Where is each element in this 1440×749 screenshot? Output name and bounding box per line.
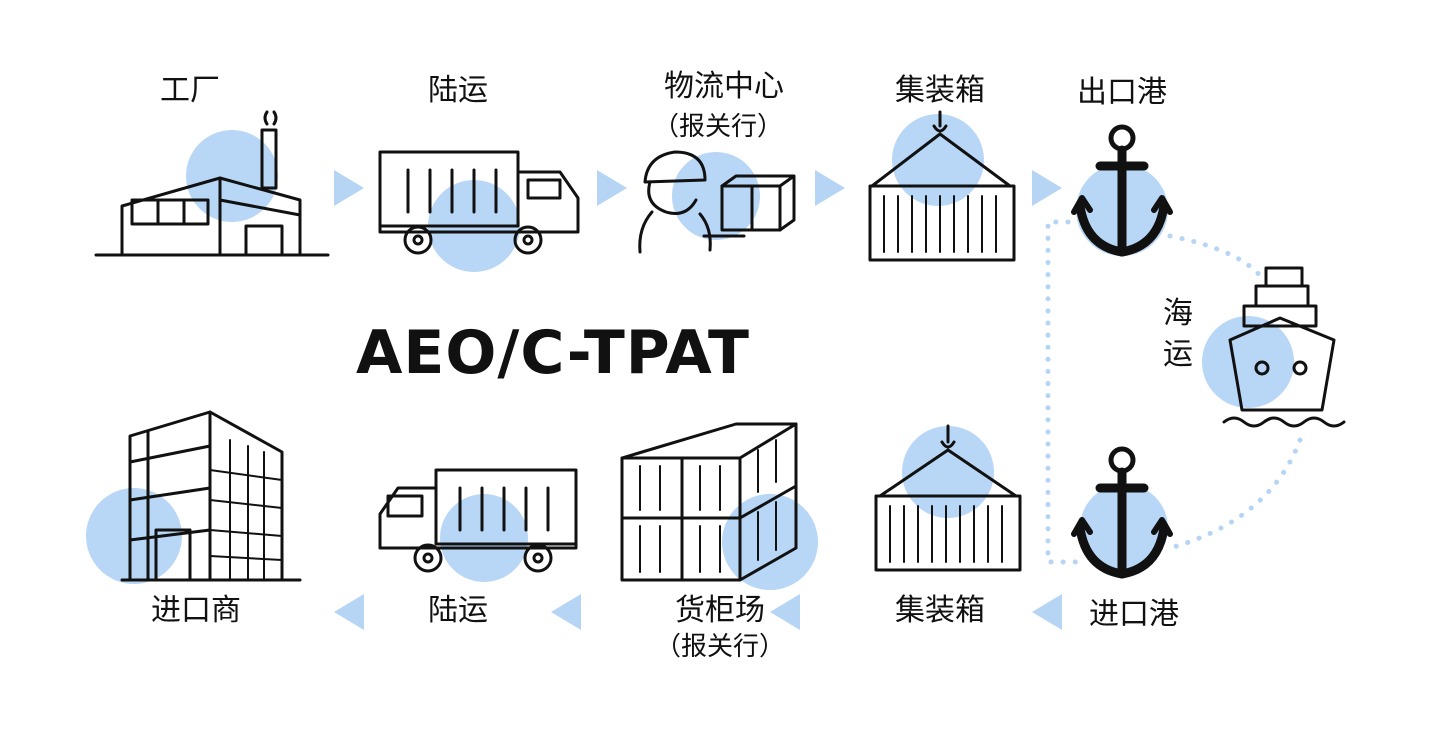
- label-logistics-center: 物流中心: [664, 69, 784, 104]
- label-import-port: 进口港: [1089, 597, 1179, 632]
- flow-arrows: [334, 170, 1062, 630]
- label-sea-transport: 海运: [1163, 296, 1193, 372]
- anchor-icon: [1071, 124, 1173, 257]
- arrow-right-icon: [597, 170, 627, 206]
- hoisted-container-icon: [868, 110, 1016, 262]
- worker-with-box-icon: [638, 150, 796, 254]
- label-customs-broker-2: （报关行）: [654, 632, 786, 662]
- arrow-right-icon: [334, 170, 364, 206]
- hoisted-container-icon: [874, 424, 1022, 572]
- label-factory: 工厂: [160, 73, 220, 108]
- sea-route-dots: [1045, 219, 1303, 565]
- stacked-containers-icon: [620, 422, 798, 582]
- label-container-2: 集装箱: [895, 593, 985, 628]
- label-container-yard: 货柜场: [675, 593, 765, 628]
- anchor-icon: [1071, 446, 1173, 579]
- arrow-right-icon: [815, 170, 845, 206]
- arrow-left-icon: [551, 594, 581, 630]
- arrow-left-icon: [770, 594, 800, 630]
- label-land-transport-1: 陆运: [428, 73, 488, 108]
- label-land-transport-2: 陆运: [428, 593, 488, 628]
- ship-icon: [1222, 266, 1346, 428]
- label-importer: 进口商: [151, 593, 241, 628]
- label-container-1: 集装箱: [895, 73, 985, 108]
- label-export-port: 出口港: [1077, 75, 1167, 110]
- office-building-icon: [120, 410, 302, 582]
- diagram-title: AEO/C-TPAT: [356, 318, 750, 388]
- arrow-left-icon: [1032, 594, 1062, 630]
- arrow-right-icon: [1032, 170, 1062, 206]
- label-customs-broker-1: （报关行）: [652, 112, 784, 142]
- arrow-left-icon: [334, 594, 364, 630]
- truck-icon: [378, 150, 580, 255]
- truck-icon: [378, 468, 578, 573]
- factory-icon: [94, 110, 330, 257]
